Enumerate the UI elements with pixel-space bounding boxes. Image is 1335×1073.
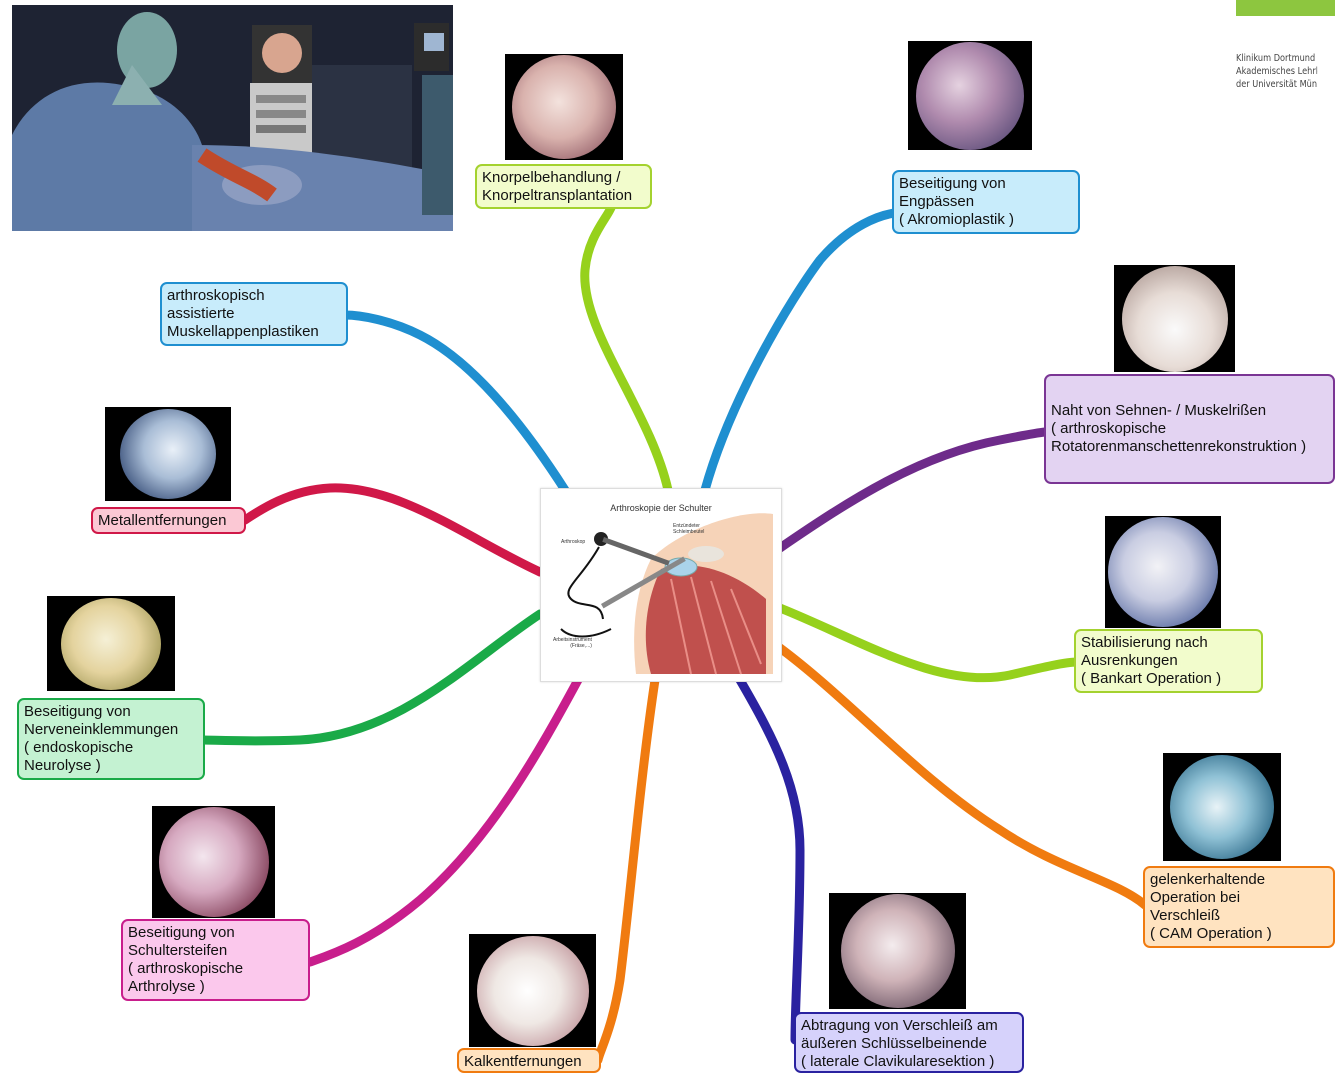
branch-clavikula: [735, 675, 805, 1045]
node-nerven: Beseitigung von Nerveneinklemmungen ( en…: [17, 698, 205, 780]
node-kalk: Kalkentfernungen: [457, 1048, 601, 1073]
photo-naht: [1114, 265, 1235, 372]
node-cam: gelenkerhaltende Operation bei Verschlei…: [1143, 866, 1335, 948]
node-schulter: Beseitigung von Schultersteifen ( arthro…: [121, 919, 310, 1001]
center-anatomy-illustration: Arthroskopie der Schulter Arthroskop Ent…: [540, 488, 782, 682]
branch-metall: [240, 483, 545, 577]
logo-line: Klinikum Dortmund gGmbH: [1236, 53, 1317, 64]
branch-engpass: [700, 208, 900, 495]
logo-line: Akademisches Lehrkrankenhaus: [1236, 66, 1317, 77]
photo-schulter: [152, 806, 275, 918]
hospital-logo-text: Klinikum Dortmund gGmbH Akademisches Leh…: [1236, 52, 1317, 91]
photo-metall: [105, 407, 231, 501]
branch-knorpel: [580, 200, 673, 495]
branch-nerven: [198, 609, 545, 746]
branch-cam: [775, 643, 1150, 910]
photo-nerven: [47, 596, 175, 691]
photo-bankart: [1105, 516, 1221, 628]
label-arthroskop: Arthroskop: [561, 539, 586, 545]
node-bankart: Stabilisierung nach Ausrenkungen ( Banka…: [1074, 629, 1263, 693]
branch-muskellappen: [340, 310, 570, 495]
branch-schulter: [305, 675, 583, 967]
node-engpass: Beseitigung von Engpässen ( Akromioplast…: [892, 170, 1080, 234]
photo-clavikula: [829, 893, 966, 1009]
logo-line: der Universität Münster: [1236, 79, 1318, 90]
node-muskellappen: arthroskopisch assistierte Muskellappenp…: [160, 282, 348, 346]
node-clavikula: Abtragung von Verschleiß am äußeren Schl…: [794, 1012, 1024, 1073]
branch-bankart: [775, 603, 1082, 683]
node-knorpel: Knorpelbehandlung / Knorpeltransplantati…: [475, 164, 652, 209]
photo-cam: [1163, 753, 1281, 861]
logo-accent-bar: [1236, 0, 1335, 16]
label-instrument: Arbeitsinstrument (Fräse,...): [553, 637, 592, 649]
node-metall: Metallentfernungen: [91, 507, 246, 534]
surgery-room-photo: [12, 5, 453, 231]
branch-naht: [775, 427, 1050, 553]
photo-kalk: [469, 934, 596, 1047]
center-title: Arthroskopie der Schulter: [610, 503, 712, 513]
node-naht: Naht von Sehnen- / Muskelrißen ( arthros…: [1044, 374, 1335, 484]
branch-kalk: [593, 675, 660, 1065]
photo-engpass: [908, 41, 1032, 150]
photo-knorpel: [505, 54, 623, 160]
label-schleimbeutel: Entzündeter Schleimbeutel: [673, 523, 705, 535]
